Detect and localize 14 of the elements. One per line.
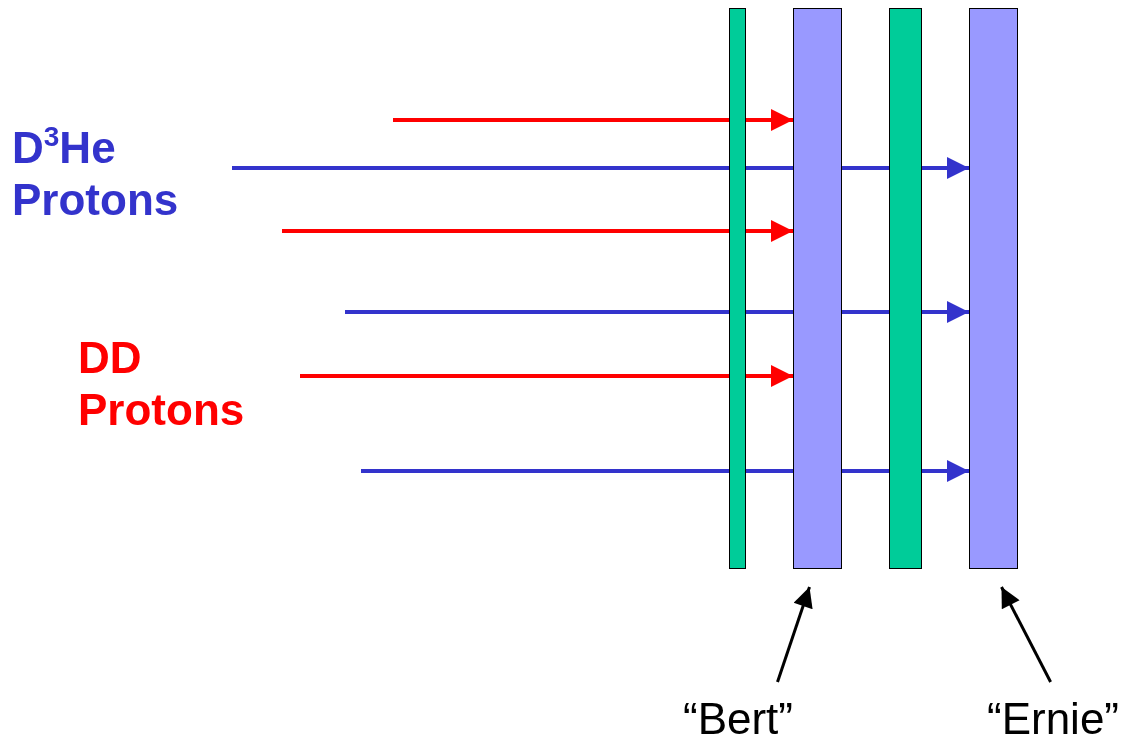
- detector-strip: [969, 8, 1018, 569]
- filter-strip: [889, 8, 922, 569]
- leader-arrow: [776, 586, 813, 683]
- proton-arrow: [393, 109, 793, 131]
- detector-name: “Ernie”: [987, 694, 1146, 744]
- particle-label: D$^{3}$He Protons: [12, 122, 180, 226]
- leader-arrow: [1000, 586, 1052, 683]
- filter-strip: [729, 8, 746, 569]
- proton-arrow: [300, 365, 793, 387]
- particle-label: DD Protons: [78, 332, 246, 436]
- proton-arrow: [282, 220, 793, 242]
- detector-strip: [793, 8, 842, 569]
- proton-arrow: [232, 157, 969, 179]
- detector-name: “Bert”: [683, 694, 833, 744]
